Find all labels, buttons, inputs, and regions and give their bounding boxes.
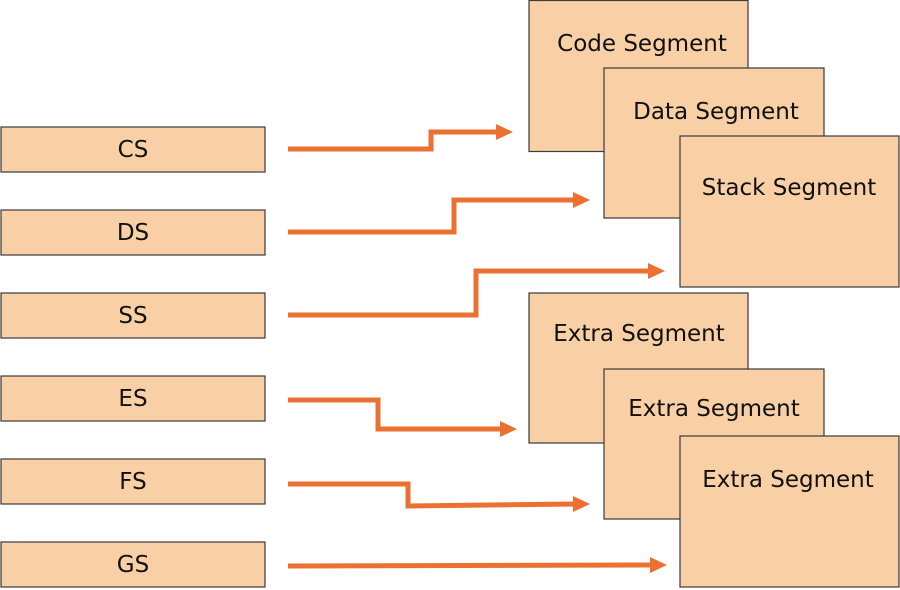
arrow-gs [287,557,667,573]
register-gs: GS [0,541,266,588]
register-label: ES [118,386,147,412]
arrow-ds [288,192,590,235]
register-fs: FS [0,458,266,505]
arrow-cs [288,124,513,152]
segment-label: Data Segment [633,99,799,125]
register-label: GS [117,552,149,578]
segment-label: Code Segment [557,31,727,57]
register-ds: DS [0,209,266,256]
segment-extra-3: Extra Segment [679,435,900,588]
segment-label: Stack Segment [702,175,877,201]
register-es: ES [0,375,266,422]
register-label: SS [118,303,147,329]
arrow-ss [288,263,665,318]
arrow-fs [288,481,590,512]
segment-label: Extra Segment [553,321,725,347]
register-label: DS [117,220,149,246]
register-ss: SS [0,292,266,339]
arrow-es [288,397,517,437]
register-label: FS [119,469,146,495]
segment-stack: Stack Segment [679,135,900,288]
segment-label: Extra Segment [628,396,800,422]
segment-label: Extra Segment [702,467,874,493]
register-cs: CS [0,126,266,173]
register-label: CS [118,137,149,163]
